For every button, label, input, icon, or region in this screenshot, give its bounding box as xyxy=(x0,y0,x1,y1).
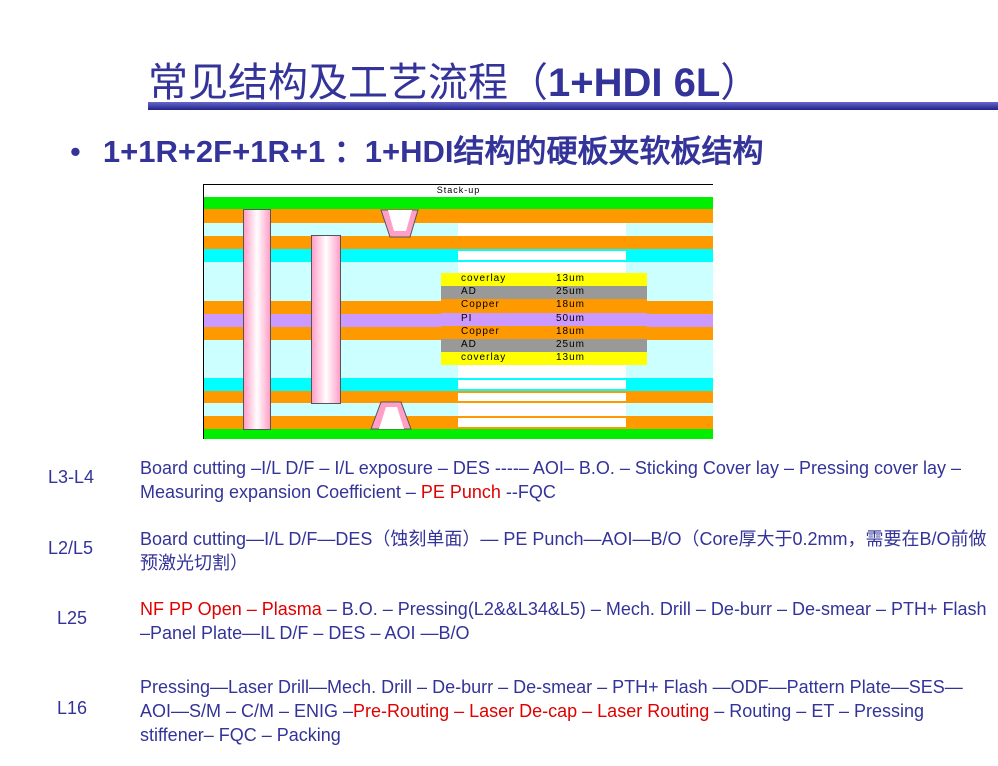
layer-name: coverlay xyxy=(461,352,507,364)
slide-title: 常见结构及工艺流程（1+HDI 6L） xyxy=(148,50,760,108)
layer-name: AD xyxy=(461,286,477,298)
process-text: Board cutting—I/L D/F—DES（蚀刻单面）— PE Punc… xyxy=(140,529,987,573)
title-bold: 1+HDI 6L xyxy=(548,61,721,105)
layer-name: Copper xyxy=(461,299,500,311)
process-flow: Pressing—Laser Drill—Mech. Drill – De-bu… xyxy=(140,675,990,747)
layer-name: Copper xyxy=(461,325,500,337)
flex-gap xyxy=(458,403,626,416)
process-flow: Board cutting—I/L D/F—DES（蚀刻单面）— PE Punc… xyxy=(140,527,990,575)
process-text: --FQC xyxy=(500,482,556,502)
bullet-cn: 结构的硬板夹软板结构 xyxy=(453,134,764,169)
highlighted-step: PE Punch xyxy=(420,482,501,502)
flex-gap xyxy=(458,251,626,260)
layer-code: L25 xyxy=(57,608,88,628)
layer-thickness: 13um xyxy=(556,352,586,364)
bullet-bold: 1+1R+2F+1R+1 ：1+HDI xyxy=(102,134,454,169)
highlighted-step: NF PP Open – Plasma xyxy=(140,599,322,619)
layer-label: coverlay 13um xyxy=(441,273,647,286)
process-text: – Routing – ET – Pressing stiffener– FQC… xyxy=(140,701,925,745)
flex-gap xyxy=(458,223,626,236)
microvia-icons xyxy=(370,209,419,430)
bullet-heading: • 1+1R+2F+1R+1 ：1+HDI结构的硬板夹软板结构 xyxy=(70,126,764,171)
layer-code: L16 xyxy=(57,698,88,718)
board-layer xyxy=(204,429,713,439)
layer-label: AD 25um xyxy=(441,286,647,300)
process-flow: NF PP Open – Plasma – B.O. – Pressing(L2… xyxy=(140,597,990,645)
layer-label: Copper 18um xyxy=(441,299,647,313)
layer-code: L2/L5 xyxy=(48,538,94,558)
layer-thickness: 18um xyxy=(556,325,586,337)
title-end: ） xyxy=(720,60,761,106)
flex-gap xyxy=(458,418,626,427)
flex-gap xyxy=(458,393,626,401)
process-text: Pressing—Laser Drill—Mech. Drill – De-bu… xyxy=(140,677,963,721)
layer-code: L3-L4 xyxy=(48,467,95,487)
flex-gap xyxy=(458,380,626,389)
layer-name: coverlay xyxy=(461,273,507,284)
stackup-title: Stack-up xyxy=(436,185,481,195)
title-underline xyxy=(148,102,998,110)
process-flow: Board cutting –I/L D/F – I/L exposure – … xyxy=(140,456,990,504)
layer-label: Copper 18um xyxy=(441,325,647,339)
layer-thickness: 25um xyxy=(556,339,586,350)
layer-label: AD 25um xyxy=(441,339,647,352)
layer-label: PI 50um xyxy=(441,312,647,326)
title-cn: 常见结构及工艺流程（ xyxy=(148,60,548,106)
process-text: – B.O. – Pressing(L2&&L34&L5) – Mech. Dr… xyxy=(140,599,987,643)
layer-label: coverlay 13um xyxy=(441,352,647,366)
layer-thickness: 13um xyxy=(556,273,586,284)
through-via xyxy=(311,235,341,404)
layer-thickness: 18um xyxy=(556,299,586,311)
process-text: Board cutting –I/L D/F – I/L exposure – … xyxy=(140,458,962,502)
through-via xyxy=(243,209,271,430)
layer-name: AD xyxy=(461,339,477,350)
board-layer xyxy=(204,197,713,209)
layer-thickness: 50um xyxy=(556,312,586,324)
highlighted-step: Pre-Routing – Laser De-cap – Laser Routi… xyxy=(353,701,710,721)
board-layer xyxy=(204,209,713,223)
layer-name: PI xyxy=(461,312,473,324)
layer-thickness: 25um xyxy=(556,286,586,298)
bullet-icon: • xyxy=(70,134,81,169)
